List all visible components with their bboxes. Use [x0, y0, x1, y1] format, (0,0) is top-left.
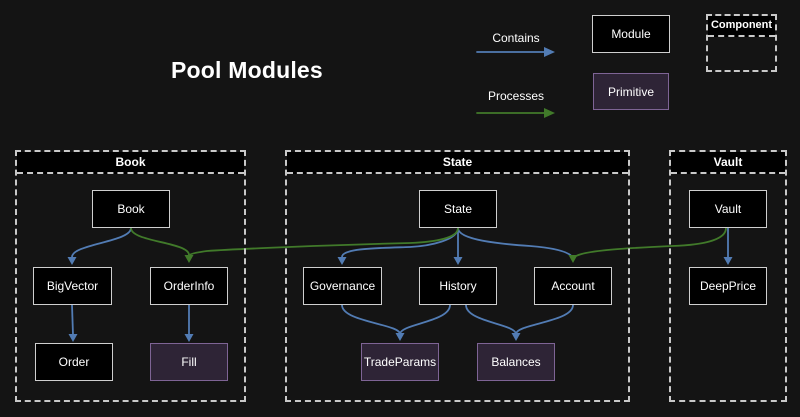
- node-account: Account: [534, 267, 612, 305]
- legend-processes-label: Processes: [487, 89, 545, 103]
- node-fill: Fill: [150, 343, 228, 381]
- node-deepprice-label: DeepPrice: [699, 279, 757, 293]
- node-state-label: State: [443, 202, 473, 216]
- node-vault-label: Vault: [714, 202, 742, 216]
- page-title: Pool Modules: [171, 57, 323, 83]
- legend-primitive-box: Primitive: [593, 73, 669, 110]
- legend-contains-arrow-icon: [476, 47, 555, 57]
- container-state-title: State: [287, 152, 628, 174]
- container-state: State: [285, 150, 630, 402]
- node-book: Book: [92, 190, 170, 228]
- legend-module-label: Module: [611, 27, 651, 41]
- container-book: Book: [15, 150, 246, 402]
- node-state: State: [419, 190, 497, 228]
- node-deepprice: DeepPrice: [689, 267, 767, 305]
- legend-primitive-label: Primitive: [607, 84, 654, 99]
- node-governance: Governance: [303, 267, 382, 305]
- legend-contains-label: Contains: [492, 31, 540, 45]
- legend-component-label: Component: [708, 16, 775, 37]
- node-order-label: Order: [58, 355, 90, 369]
- node-book-label: Book: [117, 202, 145, 216]
- container-vault: Vault: [669, 150, 787, 402]
- node-orderinfo: OrderInfo: [150, 267, 228, 305]
- node-tradeparams: TradeParams: [361, 343, 439, 381]
- node-fill-label: Fill: [181, 355, 197, 369]
- node-history-label: History: [439, 279, 477, 293]
- node-bigvector-label: BigVector: [46, 279, 99, 293]
- node-history: History: [419, 267, 497, 305]
- legend-component-box: Component: [706, 14, 777, 72]
- container-book-title: Book: [17, 152, 244, 174]
- node-vault: Vault: [689, 190, 767, 228]
- node-orderinfo-label: OrderInfo: [163, 279, 215, 293]
- node-bigvector: BigVector: [33, 267, 112, 305]
- node-balances-label: Balances: [491, 355, 541, 369]
- node-account-label: Account: [551, 279, 595, 293]
- legend-processes-arrow-icon: [476, 108, 555, 118]
- node-order: Order: [35, 343, 113, 381]
- node-balances: Balances: [477, 343, 555, 381]
- node-tradeparams-label: TradeParams: [363, 355, 437, 369]
- node-governance-label: Governance: [309, 279, 376, 293]
- container-vault-title: Vault: [671, 152, 785, 174]
- legend-module-box: Module: [592, 15, 670, 53]
